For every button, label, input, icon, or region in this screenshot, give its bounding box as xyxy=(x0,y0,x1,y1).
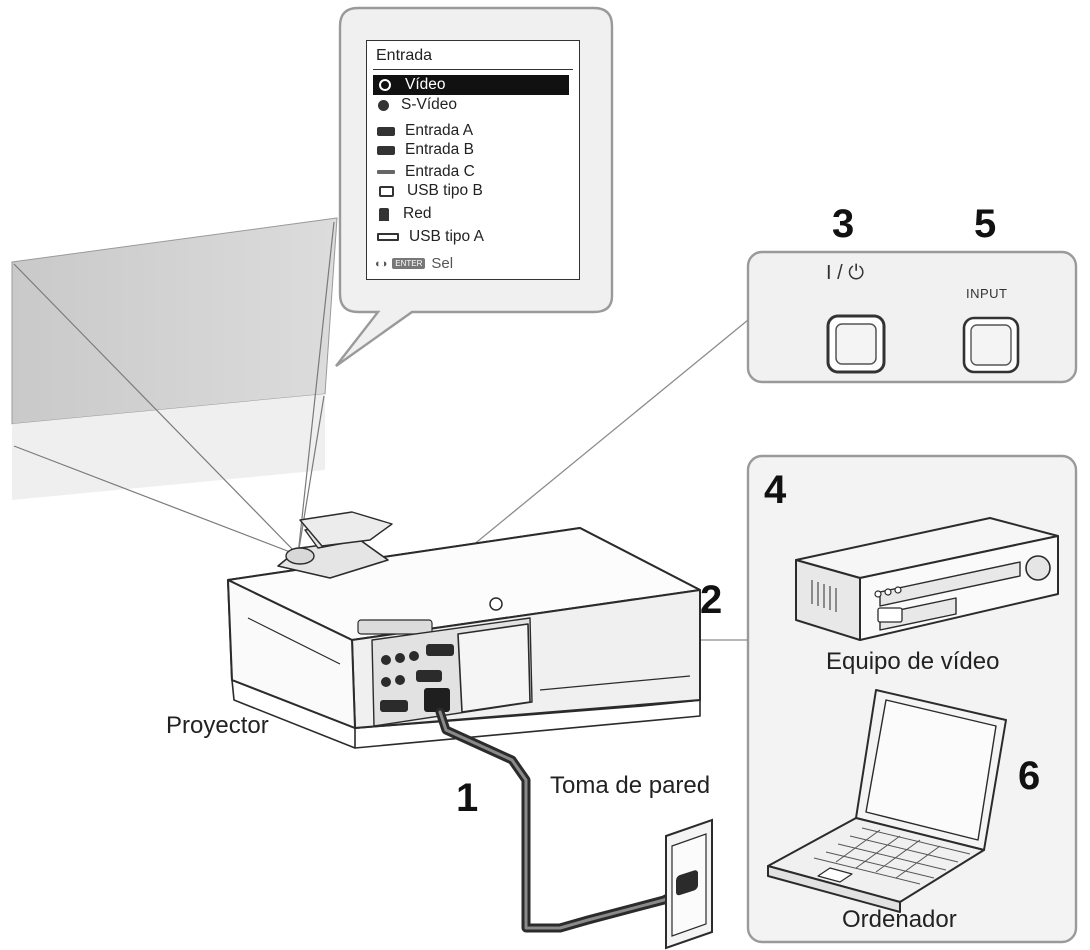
input-menu-title: Entrada xyxy=(376,47,433,64)
input-menu-footer: ◐◑ ENTER Sel xyxy=(375,255,453,272)
component-input-icon xyxy=(377,170,395,174)
wall-outlet-caption: Toma de pared xyxy=(550,772,711,799)
menu-item-label: S-Vídeo xyxy=(401,96,458,113)
input-button[interactable] xyxy=(962,316,1020,374)
menu-item-input-a[interactable]: Entrada A xyxy=(373,121,569,141)
step-number-1: 1 xyxy=(456,776,479,820)
composite-video-icon xyxy=(379,79,391,91)
menu-item-label: Red xyxy=(403,205,432,222)
usb-b-icon xyxy=(379,185,394,197)
control-panel-box xyxy=(746,250,1078,384)
menu-item-network[interactable]: Red xyxy=(373,204,569,224)
menu-item-label: Entrada B xyxy=(405,141,474,158)
usb-a-icon xyxy=(377,233,399,241)
menu-item-label: Vídeo xyxy=(405,76,446,93)
rgb-input-icon xyxy=(377,145,395,155)
menu-item-input-c[interactable]: Entrada C xyxy=(373,162,569,182)
power-symbol-label: I / ⏻ xyxy=(826,262,865,284)
network-icon xyxy=(379,207,389,221)
arrow-keys-icon: ◐◑ xyxy=(375,257,387,270)
menu-item-input-b[interactable]: Entrada B xyxy=(373,140,569,160)
computer-caption: Ordenador xyxy=(842,906,957,933)
wall-outlet xyxy=(665,818,713,950)
projection-screen xyxy=(11,217,338,425)
menu-item-label: USB tipo B xyxy=(407,182,483,199)
laptop-computer xyxy=(767,689,1007,913)
projector xyxy=(227,511,701,749)
menu-item-label: USB tipo A xyxy=(409,228,484,245)
menu-item-usb-b[interactable]: USB tipo B xyxy=(373,181,569,201)
video-equipment xyxy=(795,517,1059,641)
projection-beams xyxy=(13,221,335,556)
menu-item-usb-a[interactable]: USB tipo A xyxy=(373,227,569,247)
select-hint: Sel xyxy=(431,255,454,272)
input-menu: Entrada Vídeo S-Vídeo Entrada A Entrada … xyxy=(366,40,580,280)
projector-caption: Proyector xyxy=(166,712,269,739)
menu-item-label: Entrada C xyxy=(405,163,475,180)
step-number-6: 6 xyxy=(1018,754,1041,798)
menu-item-video[interactable]: Vídeo xyxy=(373,75,569,95)
enter-key-icon: ENTER xyxy=(392,258,426,269)
step-number-5: 5 xyxy=(974,202,997,246)
s-video-icon xyxy=(378,99,389,111)
input-button-label: INPUT xyxy=(966,286,1008,301)
rgb-input-icon xyxy=(377,126,395,136)
video-equipment-caption: Equipo de vídeo xyxy=(826,648,1000,675)
step-number-2: 2 xyxy=(700,578,723,622)
menu-item-s-video[interactable]: S-Vídeo xyxy=(373,95,569,115)
input-menu-divider xyxy=(373,69,573,70)
step-number-3: 3 xyxy=(832,202,855,246)
projection-screen-bottom xyxy=(12,394,325,500)
power-button[interactable] xyxy=(826,314,886,374)
step-number-4: 4 xyxy=(764,468,787,512)
menu-item-label: Entrada A xyxy=(405,122,474,139)
